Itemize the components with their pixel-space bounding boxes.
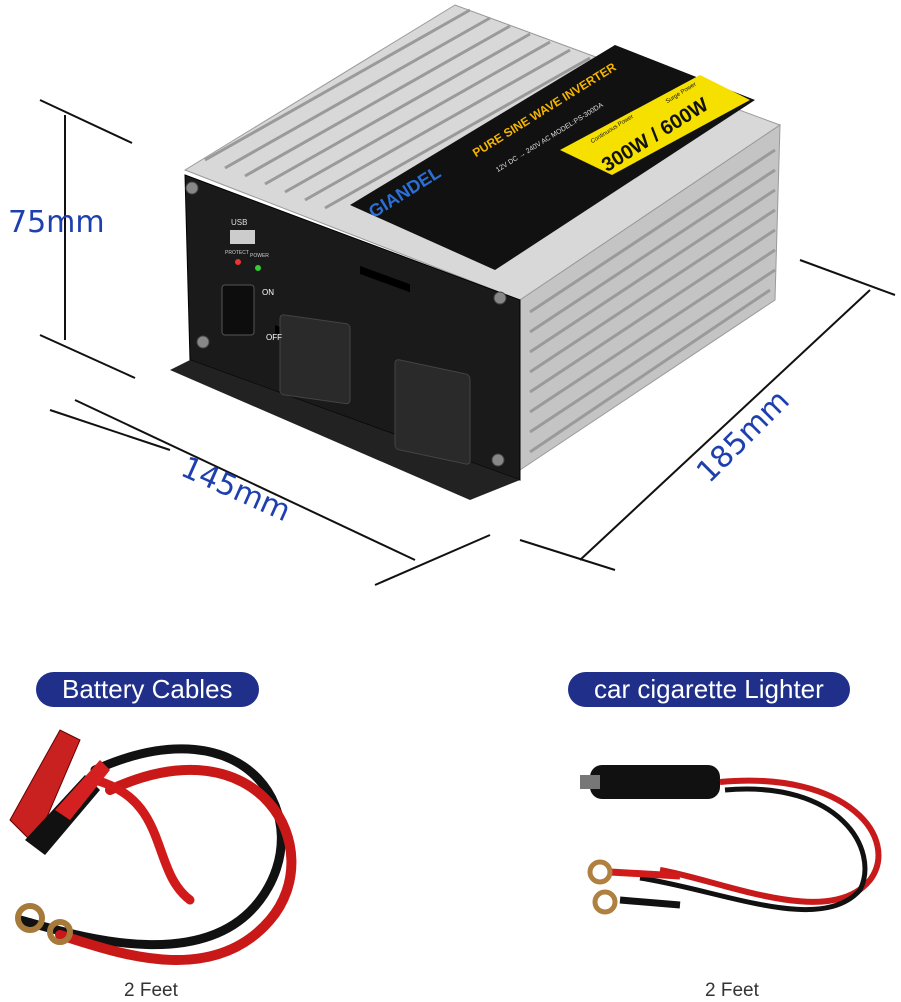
led-protect-label: PROTECT — [225, 250, 249, 256]
inverter-body — [170, 4, 782, 500]
dimension-lines — [39, 99, 896, 586]
cigarette-lighter-length: 2 Feet — [705, 980, 759, 1001]
cigarette-lighter-title: car cigarette Lighter — [568, 672, 850, 707]
battery-cables — [15, 744, 297, 966]
battery-cables-length: 2 Feet — [124, 980, 178, 1001]
switch-off-label: OFF — [266, 333, 282, 342]
led-power-label: POWER — [250, 253, 269, 259]
usb-label: USB — [231, 218, 248, 227]
height-dimension-label: 75mm — [8, 205, 105, 240]
battery-clamps — [9, 729, 110, 945]
cigarette-lighter-plug — [580, 765, 882, 915]
battery-cables-title: Battery Cables — [36, 672, 259, 707]
switch-on-label: ON — [262, 288, 274, 297]
